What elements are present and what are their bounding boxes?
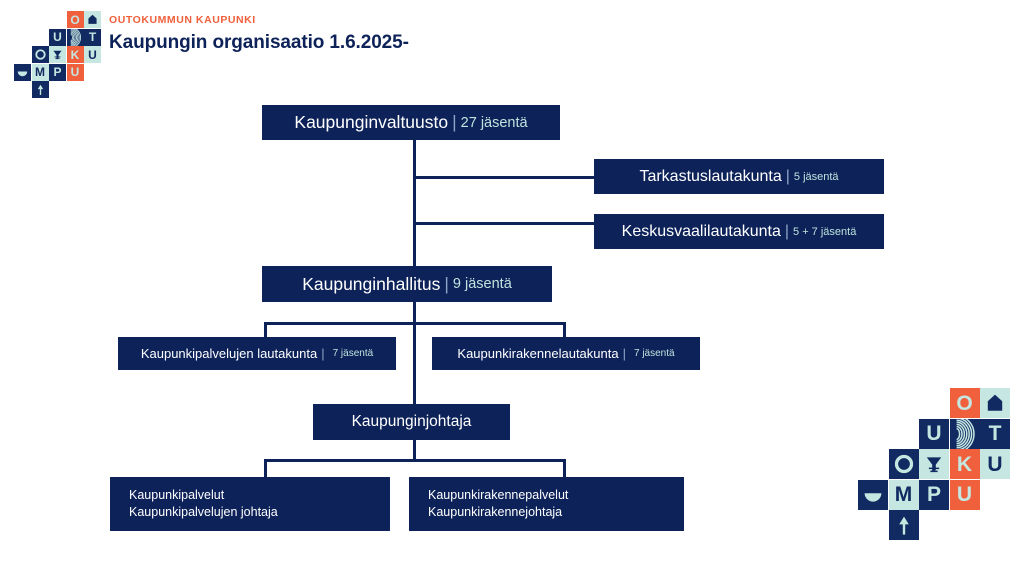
connector-drop-kaupunkirakennepalvelut — [563, 459, 566, 477]
node-kaupunkirakennepalvelut-unit[interactable]: Kaupunkirakennepalvelut Kaupunkirakennej… — [409, 477, 684, 531]
node-kaupunkipalvelut-unit[interactable]: Kaupunkipalvelut Kaupunkipalvelujen joht… — [110, 477, 390, 531]
node-member-count: 9 jäsentä — [452, 276, 512, 292]
node-label: Keskusvaalilautakunta — [621, 222, 781, 240]
unit-name: Kaupunkirakennepalvelut — [428, 488, 569, 502]
logo-tile-o-icon: O — [66, 11, 84, 28]
node-kaupunginjohtaja[interactable]: Kaupunginjohtaja — [313, 404, 510, 440]
unit-text-block: Kaupunkipalvelut Kaupunkipalvelujen joht… — [129, 487, 278, 521]
logo-tile-funnel-icon — [919, 449, 949, 479]
node-kaupunkipalvelujen-lautakunta[interactable]: Kaupunkipalvelujen lautakunta | 7 jäsent… — [118, 337, 396, 370]
node-separator: | — [622, 346, 626, 361]
logo-tile-k-icon: K — [949, 449, 980, 479]
logo-tile-fing-icon — [66, 28, 84, 46]
connector-drop-palvelut-lautakunta — [264, 322, 267, 338]
logo-tile-tree-icon — [31, 81, 49, 98]
logo-tile-t-icon: T — [980, 418, 1010, 449]
node-separator: | — [785, 167, 790, 185]
node-member-count: 7 jäsentä — [633, 348, 675, 359]
header-text-block: OUTOKUMMUN KAUPUNKI Kaupungin organisaat… — [109, 14, 409, 55]
logo-tile-t-icon: T — [84, 28, 101, 46]
logo-tile-m-icon: M — [31, 63, 49, 81]
connector-johtaja-stem — [413, 440, 416, 462]
node-label: Kaupunginhallitus — [302, 273, 441, 294]
connector-trunk-to-johtaja — [413, 302, 416, 404]
node-separator: | — [452, 112, 457, 132]
logo-tile-u-icon: U — [919, 418, 949, 449]
logo-tile-circle-icon — [31, 46, 49, 63]
connector-to-keskusvaalilautakunta — [413, 222, 595, 225]
logo-tile-house-icon — [980, 388, 1010, 418]
connector-valtuusto-trunk — [413, 139, 416, 267]
node-kaupunkirakennelautakunta[interactable]: Kaupunkirakennelautakunta | 7 jäsentä — [432, 337, 700, 370]
node-separator: | — [784, 222, 790, 240]
node-separator: | — [321, 346, 325, 361]
logo-tile-u-icon: U — [980, 449, 1010, 479]
logo-tile-u-icon: U — [49, 28, 66, 46]
node-label: Kaupunginjohtaja — [351, 413, 472, 430]
logo-tile-u-icon: U — [66, 63, 84, 81]
unit-role: Kaupunkirakennejohtaja — [428, 505, 563, 519]
node-member-count: 27 jäsentä — [460, 114, 528, 131]
page-title: Kaupungin organisaatio 1.6.2025- — [109, 32, 409, 53]
node-keskusvaalilautakunta[interactable]: Keskusvaalilautakunta | 5 + 7 jäsentä — [594, 214, 884, 249]
connector-units-bar — [264, 459, 566, 462]
node-tarkastuslautakunta[interactable]: Tarkastuslautakunta | 5 jäsentä — [594, 159, 884, 194]
node-label: Kaupunkipalvelujen lautakunta — [140, 346, 318, 361]
node-kaupunginvaltuusto[interactable]: Kaupunginvaltuusto | 27 jäsentä — [262, 105, 560, 140]
logo-tile-funnel-icon — [49, 46, 66, 63]
node-kaupunginhallitus[interactable]: Kaupunginhallitus | 9 jäsentä — [262, 266, 552, 302]
logo-tile-fing-icon — [949, 418, 980, 449]
logo-tile-u-icon: U — [949, 479, 980, 510]
unit-role: Kaupunkipalvelujen johtaja — [129, 505, 278, 519]
logo-tile-o-icon: O — [949, 388, 980, 418]
unit-name: Kaupunkipalvelut — [129, 488, 225, 502]
node-separator: | — [444, 273, 449, 294]
connector-to-tarkastuslautakunta — [413, 176, 595, 179]
unit-text-block: Kaupunkirakennepalvelut Kaupunkirakennej… — [428, 487, 568, 521]
organization-kicker: OUTOKUMMUN KAUPUNKI — [109, 14, 256, 26]
logo-tile-p-icon: P — [49, 63, 66, 81]
logo-tile-bowl-icon — [14, 63, 31, 81]
logo-tile-circle-icon — [888, 449, 919, 479]
logo-tile-p-icon: P — [919, 479, 949, 510]
node-label: Tarkastuslautakunta — [639, 167, 782, 185]
logo-tile-house-icon — [84, 11, 101, 28]
logo-tile-tree-icon — [888, 510, 919, 540]
node-member-count: 5 + 7 jäsentä — [793, 225, 857, 238]
connector-drop-rakenne-lautakunta — [563, 322, 566, 338]
logo-tile-u-icon: U — [84, 46, 101, 63]
logo-tile-m-icon: M — [888, 479, 919, 510]
node-member-count: 5 jäsentä — [793, 170, 839, 183]
node-label: Kaupunginvaltuusto — [294, 112, 449, 132]
node-member-count: 7 jäsentä — [332, 348, 374, 359]
logo-tile-bowl-icon — [858, 479, 888, 510]
logo-tile-k-icon: K — [66, 46, 84, 63]
connector-drop-kaupunkipalvelut — [264, 459, 267, 477]
node-label: Kaupunkirakennelautakunta — [457, 346, 619, 361]
